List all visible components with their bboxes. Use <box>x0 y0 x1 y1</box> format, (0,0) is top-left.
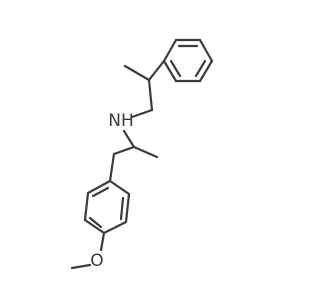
anisole-double-bond-c <box>91 186 110 198</box>
ch2-to-n-bond <box>130 108 154 119</box>
anisole-bond-5 <box>83 191 90 222</box>
phenyl-double-bond-b <box>194 59 207 78</box>
phenyl-double-bond-c <box>169 59 182 78</box>
anisole-bond-1 <box>108 179 131 196</box>
phenyl-bond-2 <box>198 38 214 63</box>
ch-to-methyl-bond <box>123 64 151 82</box>
anisole-double-bond-b <box>88 216 103 229</box>
n-to-ch-bond <box>122 129 136 149</box>
phenyl-bond-3 <box>198 59 214 83</box>
anisole-bond-4 <box>83 218 106 235</box>
ch-to-methyl-bond-lower <box>132 145 159 159</box>
propyl-chain <box>123 59 166 119</box>
oxygen-to-methyl-bond <box>70 263 92 270</box>
phenyl-ring <box>162 38 214 83</box>
molecule-canvas: NH O <box>70 38 214 271</box>
anisole-bond-2 <box>124 192 131 224</box>
anisole-bond-6 <box>86 179 112 195</box>
ch2-to-ring-bond <box>108 152 116 183</box>
amine-nh-label: NH <box>108 111 134 131</box>
phenyl-bond-5 <box>162 59 178 83</box>
aminopropyl-chain <box>108 129 159 183</box>
anisole-double-bond-a <box>119 196 125 221</box>
methoxyphenyl-ring <box>83 179 131 235</box>
ring-to-oxygen-bond <box>99 231 106 252</box>
anisole-bond-3 <box>102 220 128 235</box>
oxygen-label: O <box>90 251 103 271</box>
ring-to-ch-bond <box>147 59 166 82</box>
ch-to-ch2-bond-lower <box>112 145 136 156</box>
phenyl-bond-6 <box>162 38 178 63</box>
ch-to-ch2-bond <box>147 78 154 112</box>
structure-diagram: NH O <box>70 38 214 271</box>
methoxy-group <box>70 231 106 270</box>
